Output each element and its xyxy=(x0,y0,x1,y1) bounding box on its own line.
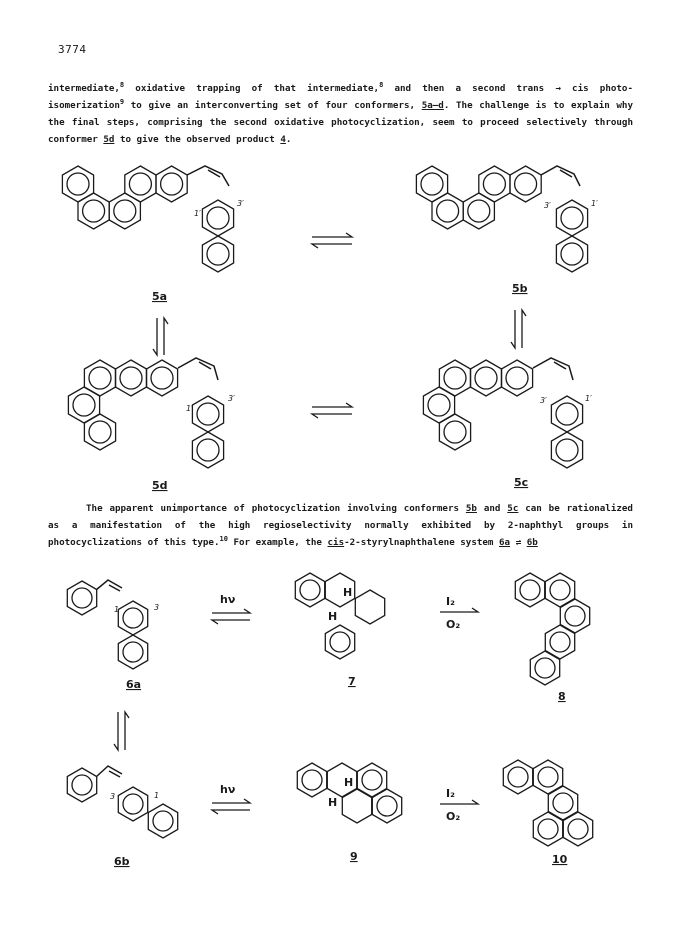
equilibrium-arrow-top xyxy=(309,232,355,249)
position-label: 1′ xyxy=(186,404,193,413)
conformer-5b: 3′ 1′ 5b xyxy=(416,165,598,295)
compound-8: 8 xyxy=(514,572,591,703)
compound-label-5c: 5c xyxy=(514,476,528,489)
conformer-5d: 1′ 3′ 5d xyxy=(67,357,235,492)
conformer-5a: 1′ 3′ 5a xyxy=(62,165,244,303)
compound-6a: 1 3 6a xyxy=(66,579,159,691)
position-label: 1 xyxy=(154,791,159,800)
text-run: The apparent unimportance of photocycliz… xyxy=(86,503,466,514)
text-run: -2-styrylnaphthalene system xyxy=(344,537,499,548)
compound-ref: 5d xyxy=(103,134,115,145)
oxidation-arrow-bottom: I₂ O₂ xyxy=(440,787,481,823)
compound-7: H H 7 xyxy=(294,572,386,688)
equilibrium-arrow-left xyxy=(152,315,169,358)
compound-label-8: 8 xyxy=(558,690,566,703)
hydrogen-label: H xyxy=(328,610,337,623)
compound-9: H H 9 xyxy=(296,762,403,863)
reference-mark: 8 xyxy=(379,80,384,89)
compound-ref: 5b xyxy=(465,503,477,514)
text-run: can be rationalized as a manifestation o… xyxy=(48,503,633,548)
compound-ref: 4 xyxy=(280,134,286,145)
compound-ref: 5a–d xyxy=(421,100,444,111)
compound-ref: 5c xyxy=(507,503,519,514)
conformer-scheme: 1′ 3′ 5a 3′ 1′ 5b 1′ 3′ 5d 3′ xyxy=(0,165,598,492)
position-label: 1 xyxy=(114,605,119,614)
text-run: . xyxy=(285,134,292,145)
oxidant-label: I₂ xyxy=(446,787,455,800)
text-run: ⇌ xyxy=(510,537,527,548)
position-label: 3′ xyxy=(237,199,244,208)
oxidant-label: I₂ xyxy=(446,595,455,608)
text-run: oxidative trapping of that intermediate, xyxy=(124,83,380,94)
page-number: 3774 xyxy=(58,43,87,56)
hydrogen-label: H xyxy=(344,776,353,789)
text-run: and then a second trans → cis photo-isom… xyxy=(48,83,633,111)
compound-ref: 6b xyxy=(526,537,538,548)
position-label: 3′ xyxy=(540,396,547,405)
oxidant-label: O₂ xyxy=(446,810,460,823)
equilibrium-arrow-right xyxy=(510,307,527,351)
compound-6b: 3 1 6b xyxy=(66,765,179,868)
reference-mark: 10 xyxy=(219,534,228,543)
compound-label-7: 7 xyxy=(348,675,356,688)
reference-mark: 8 xyxy=(119,80,125,89)
equilibrium-arrow-bottom xyxy=(309,402,355,419)
hydrogen-label: H xyxy=(343,586,352,599)
text-run: For example, the xyxy=(227,537,328,548)
text-run: to give the observed product xyxy=(114,134,281,145)
reference-mark: 9 xyxy=(119,97,125,106)
photocyclization-scheme: 1 3 6a hν H H 7 I₂ O₂ 8 xyxy=(66,572,594,868)
compound-label-6a: 6a xyxy=(126,678,141,691)
light-arrow-bottom: hν xyxy=(209,783,253,815)
compound-label-6b: 6b xyxy=(114,855,130,868)
position-label: 3′ xyxy=(544,201,551,210)
hydrogen-label: H xyxy=(328,796,337,809)
position-label: 3 xyxy=(110,792,115,801)
oxidation-arrow-top: I₂ O₂ xyxy=(440,595,481,631)
position-label: 1′ xyxy=(591,199,598,208)
compound-label-10: 10 xyxy=(552,853,568,866)
discussion-paragraph: The apparent unimportance of photocycliz… xyxy=(48,500,633,551)
compound-label-5d: 5d xyxy=(152,479,168,492)
intro-paragraph: intermediate,8 oxidative trapping of tha… xyxy=(48,80,633,148)
position-label: 1′ xyxy=(585,394,592,403)
compound-ref: cis xyxy=(327,537,345,548)
position-label: 1′ xyxy=(194,209,201,218)
light-arrow-top: hν xyxy=(209,593,253,625)
text-run: intermediate, xyxy=(48,83,120,94)
compound-10: 10 xyxy=(502,759,594,866)
light-label: hν xyxy=(220,593,235,606)
position-label: 3 xyxy=(154,603,159,612)
text-run: . The challenge is to explain why the fi… xyxy=(48,100,633,145)
light-label: hν xyxy=(220,783,235,796)
position-label: 3′ xyxy=(228,394,235,403)
compound-label-9: 9 xyxy=(350,850,358,863)
text-run: to give an interconverting set of four c… xyxy=(124,100,422,111)
text-run: and xyxy=(476,503,508,514)
compound-label-5a: 5a xyxy=(152,290,167,303)
compound-label-5b: 5b xyxy=(512,282,528,295)
oxidant-label: O₂ xyxy=(446,618,460,631)
compound-ref: 6a xyxy=(499,537,511,548)
equilibrium-arrow-6 xyxy=(113,709,130,753)
conformer-5c: 3′ 1′ 5c xyxy=(422,357,592,489)
